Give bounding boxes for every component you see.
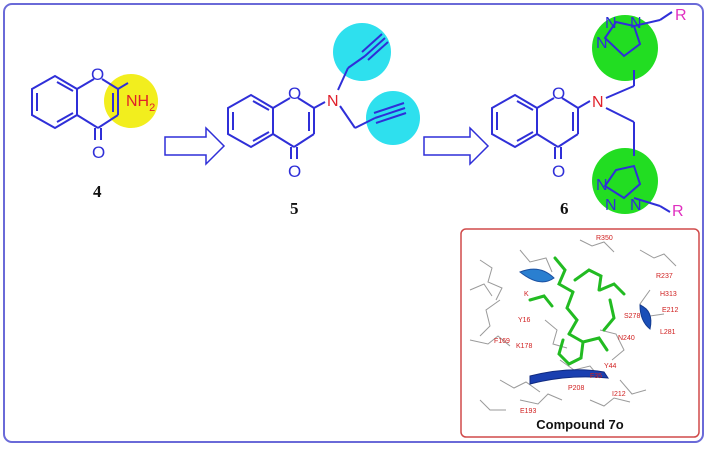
compound-number-6: 6 [560, 199, 569, 218]
residue-label: K [524, 291, 529, 298]
residue-label: R237 [656, 273, 673, 280]
compound-number-4: 4 [93, 182, 102, 201]
triazole-1-n2: N [605, 15, 617, 32]
carbonyl-oxygen-4: O [92, 143, 105, 162]
residue-label: E212 [662, 307, 678, 314]
residue-label: P208 [568, 385, 584, 392]
benzene-ring-5 [227, 93, 274, 149]
triazole-1-n1: N [630, 15, 642, 32]
benzene-ring-6 [491, 93, 538, 149]
residue-label: L281 [660, 329, 676, 336]
amine-group: NH2 [126, 93, 155, 114]
residue-label: S278 [624, 313, 640, 320]
docking-inset: R350 R237 H313 E212 L281 N240 Y16 K178 E… [460, 228, 700, 438]
triazole-2-n1: N [596, 177, 608, 194]
compound-5 [227, 23, 420, 159]
compound-6 [491, 11, 673, 214]
residue-label: Y16 [518, 317, 531, 324]
residue-label: F35 [590, 373, 602, 380]
residue-label: I212 [612, 391, 626, 398]
reaction-arrow-1 [164, 126, 226, 166]
carbonyl-oxygen-5: O [288, 162, 301, 181]
helix-ribbon-1 [519, 268, 555, 283]
residue-label: E193 [520, 408, 536, 415]
triazole-highlight-2 [592, 148, 658, 214]
residue-label: H313 [660, 291, 677, 298]
carbonyl-oxygen-6: O [552, 162, 565, 181]
outer-frame [3, 3, 704, 443]
ligand-7o [528, 256, 626, 366]
r-group-top: R [675, 7, 687, 24]
residue-label: N240 [618, 335, 635, 342]
beta-strand [529, 369, 610, 385]
residue-sticks [469, 239, 677, 411]
residue-label: R350 [596, 235, 613, 242]
compound-4 [31, 74, 158, 140]
ring-oxygen-5: O [288, 84, 301, 103]
ring-oxygen-6: O [552, 84, 565, 103]
helix-ribbon-2 [639, 304, 652, 330]
compound-number-5: 5 [290, 199, 299, 218]
triazole-1-n3: N [596, 35, 608, 52]
docking-caption: Compound 7o [536, 417, 623, 432]
residue-label: Y44 [604, 363, 617, 370]
triazole-2-n3: N [630, 197, 642, 214]
benzene-ring-4 [31, 74, 78, 130]
r-group-bottom: R [672, 203, 684, 220]
residue-label: F169 [494, 338, 510, 345]
triazole-2-n2: N [605, 197, 617, 214]
residue-label: K178 [516, 343, 532, 350]
nitrogen-6: N [592, 94, 604, 111]
ring-oxygen-4: O [91, 65, 104, 84]
reaction-arrow-2 [423, 126, 490, 166]
nitrogen-5: N [327, 93, 339, 110]
